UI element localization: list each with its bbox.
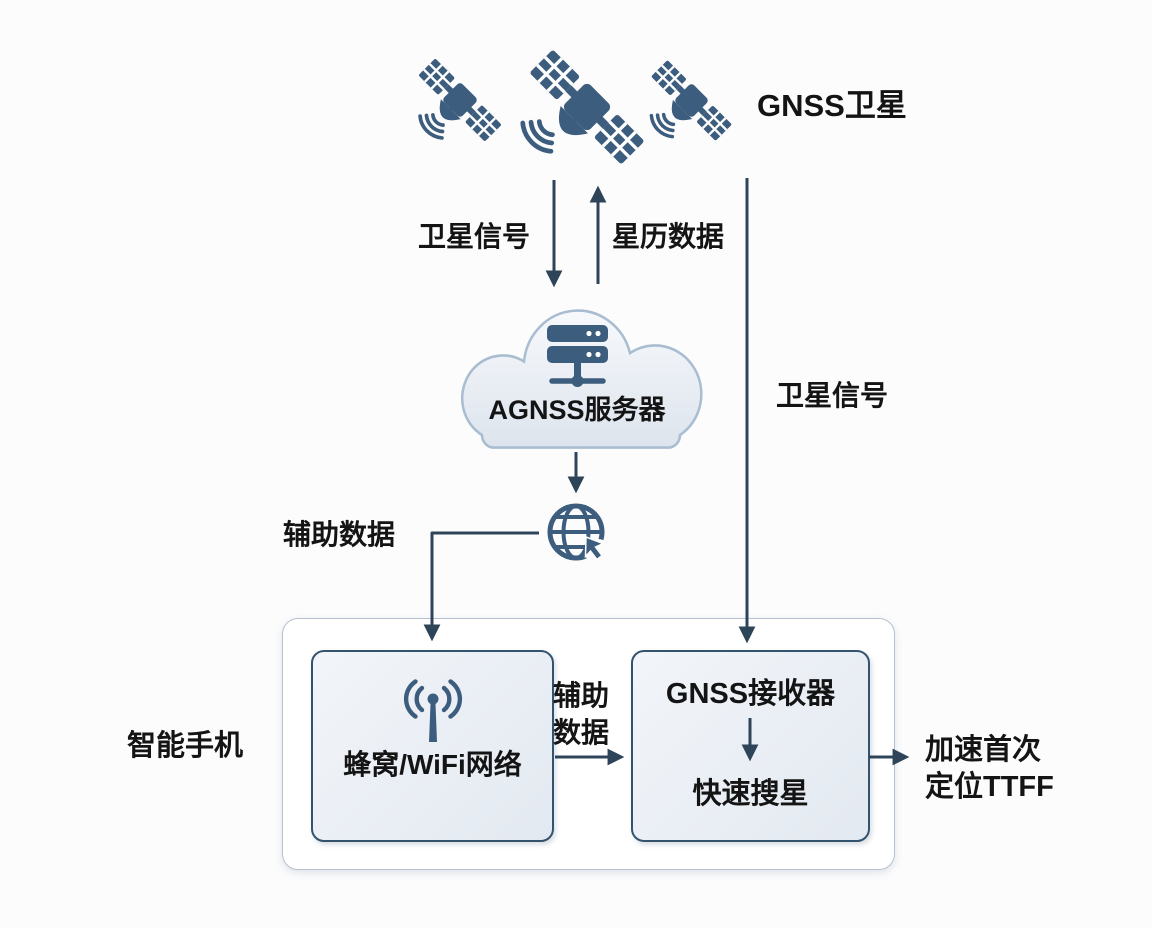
- cellular-wifi-box: [311, 650, 554, 842]
- gnss-receiver-box: [631, 650, 870, 842]
